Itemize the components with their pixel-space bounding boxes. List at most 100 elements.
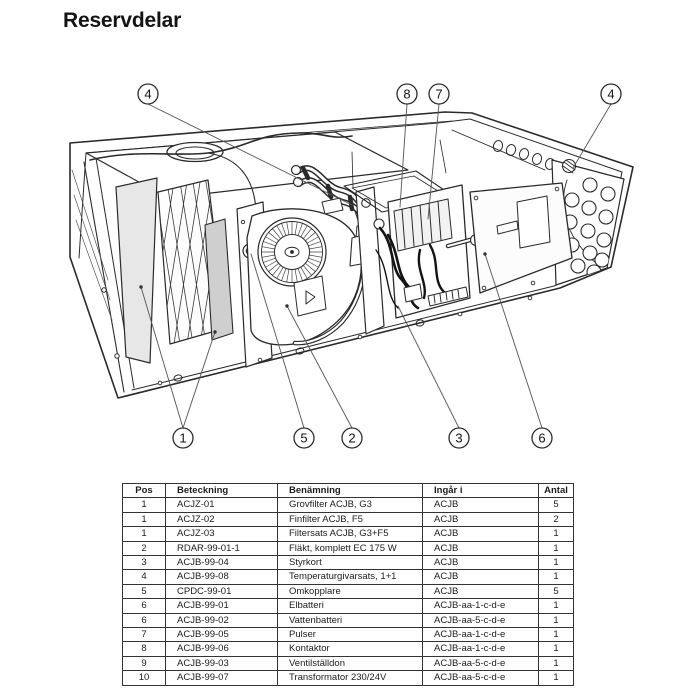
cell-beteckning: ACJZ-02 — [165, 511, 278, 528]
col-header-benamning: Benämning — [277, 482, 423, 499]
table-row: 6 ACJB-99-02 Vattenbatteri ACJB-aa-5-c-d… — [122, 612, 574, 629]
cell-beteckning: CPDC-99-01 — [165, 583, 278, 600]
cell-benamning: Temperaturgivarsats, 1+1 — [277, 569, 423, 585]
fan-label-plate — [293, 275, 327, 317]
page-title: Reservdelar — [63, 9, 182, 32]
cell-antal: 2 — [538, 511, 574, 528]
table-row: 5 CPDC-99-01 Omkopplare ACJB 5 — [122, 583, 574, 600]
cell-antal: 1 — [538, 627, 574, 643]
cell-benamning: Kontaktor — [277, 641, 423, 657]
cell-antal: 1 — [538, 569, 574, 585]
cell-antal: 1 — [538, 540, 574, 557]
svg-text:4: 4 — [607, 87, 614, 102]
cell-beteckning: ACJZ-03 — [165, 526, 278, 542]
callout-4-top-left: 4 — [137, 83, 159, 105]
cell-beteckning: ACJB-99-07 — [165, 670, 278, 686]
cell-ingar-i: ACJB-aa-1-c-d-e — [422, 598, 539, 614]
callout-7: 7 — [428, 83, 450, 105]
cell-ingar-i: ACJB-aa-1-c-d-e — [422, 641, 539, 657]
cell-benamning: Ventilställdon — [277, 655, 423, 672]
filter-coarse — [115, 177, 158, 364]
cell-benamning: Filtersats ACJB, G3+F5 — [277, 526, 423, 542]
callout-3: 3 — [448, 427, 470, 449]
cell-beteckning: ACJB-99-01 — [165, 598, 278, 614]
front-flange — [157, 295, 533, 386]
table-row: 8 ACJB-99-06 Kontaktor ACJB-aa-1-c-d-e 1 — [122, 641, 574, 657]
cell-pos: 8 — [122, 641, 166, 657]
cell-beteckning: ACJB-99-06 — [165, 641, 278, 657]
cell-pos: 6 — [122, 598, 166, 614]
table-row: 1 ACJZ-03 Filtersats ACJB, G3+F5 ACJB 1 — [122, 526, 574, 542]
cell-beteckning: ACJB-99-03 — [165, 655, 278, 672]
panel-handle-slot — [496, 220, 519, 235]
svg-text:2: 2 — [348, 431, 355, 446]
cell-ingar-i: ACJB — [422, 569, 539, 585]
cell-ingar-i: ACJB — [422, 540, 539, 557]
callout-8: 8 — [396, 83, 418, 105]
leader-lines — [139, 103, 612, 429]
cell-antal: 1 — [538, 655, 574, 672]
cell-benamning: Pulser — [277, 627, 423, 643]
cell-beteckning: ACJB-99-04 — [165, 555, 278, 571]
table-row: 1 ACJZ-01 Grovfilter ACJB, G3 ACJB 5 — [122, 497, 574, 513]
leader-2 — [286, 305, 353, 429]
col-header-antal: Antal — [538, 482, 574, 499]
leader-1a — [140, 286, 184, 429]
spare-parts-diagram: 4 8 7 4 1 5 2 3 6 — [69, 83, 634, 449]
svg-text:1: 1 — [179, 431, 186, 446]
cell-antal: 1 — [538, 598, 574, 614]
leader-5 — [250, 253, 305, 429]
leader-8 — [399, 103, 408, 208]
table-header-row: Pos Beteckning Benämning Ingår i Antal — [122, 482, 574, 499]
svg-text:7: 7 — [435, 87, 442, 102]
spare-parts-table: Pos Beteckning Benämning Ingår i Antal 1… — [122, 482, 574, 686]
svg-text:3: 3 — [455, 431, 462, 446]
table-row: 4 ACJB-99-08 Temperaturgivarsats, 1+1 AC… — [122, 569, 574, 585]
leader-4-top-right — [572, 103, 612, 169]
cell-pos: 2 — [122, 540, 166, 557]
svg-text:8: 8 — [403, 87, 410, 102]
filter-frame-side — [204, 218, 234, 341]
cell-antal: 1 — [538, 612, 574, 629]
cell-antal: 1 — [538, 555, 574, 571]
cell-pos: 9 — [122, 655, 166, 672]
back-wall-vents — [451, 129, 556, 171]
table-row: 6 ACJB-99-01 Elbatteri ACJB-aa-1-c-d-e 1 — [122, 598, 574, 614]
svg-text:5: 5 — [300, 431, 307, 446]
svg-text:6: 6 — [538, 431, 545, 446]
mid-bulkhead — [355, 186, 385, 335]
cell-ingar-i: ACJB — [422, 511, 539, 528]
table-row: 1 ACJZ-02 Finfilter ACJB, F5 ACJB 2 — [122, 511, 574, 528]
table-row: 10 ACJB-99-07 Transformator 230/24V ACJB… — [122, 670, 574, 686]
col-header-beteckning: Beteckning — [165, 482, 278, 499]
cell-benamning: Fläkt, komplett EC 175 W — [277, 540, 423, 557]
callout-2: 2 — [341, 427, 363, 449]
callout-4-top-right: 4 — [600, 83, 622, 105]
cell-antal: 1 — [538, 526, 574, 542]
table-row: 9 ACJB-99-03 Ventilställdon ACJB-aa-5-c-… — [122, 655, 574, 672]
table-row: 7 ACJB-99-05 Pulser ACJB-aa-1-c-d-e 1 — [122, 627, 574, 643]
callout-1: 1 — [172, 427, 194, 449]
cell-pos: 1 — [122, 497, 166, 513]
cell-benamning: Omkopplare — [277, 583, 423, 600]
cell-ingar-i: ACJB-aa-1-c-d-e — [422, 627, 539, 643]
fan-impeller-ticks — [261, 221, 323, 283]
cell-beteckning: ACJB-99-05 — [165, 627, 278, 643]
leader-3 — [397, 305, 460, 429]
svg-text:4: 4 — [144, 87, 151, 102]
cell-pos: 10 — [122, 670, 166, 686]
fan-assembly — [246, 208, 362, 346]
cell-benamning: Elbatteri — [277, 598, 423, 614]
temp-sensor — [561, 158, 577, 174]
cell-ingar-i: ACJB — [422, 526, 539, 542]
cell-beteckning: ACJB-99-08 — [165, 569, 278, 585]
cell-antal: 1 — [538, 670, 574, 686]
table-row: 3 ACJB-99-04 Styrkort ACJB 1 — [122, 555, 574, 571]
cell-benamning: Styrkort — [277, 555, 423, 571]
leader-7 — [427, 103, 440, 220]
cell-ingar-i: ACJB — [422, 555, 539, 571]
callout-5: 5 — [293, 427, 315, 449]
cell-pos: 3 — [122, 555, 166, 571]
cell-pos: 6 — [122, 612, 166, 629]
cell-benamning: Transformator 230/24V — [277, 670, 423, 686]
